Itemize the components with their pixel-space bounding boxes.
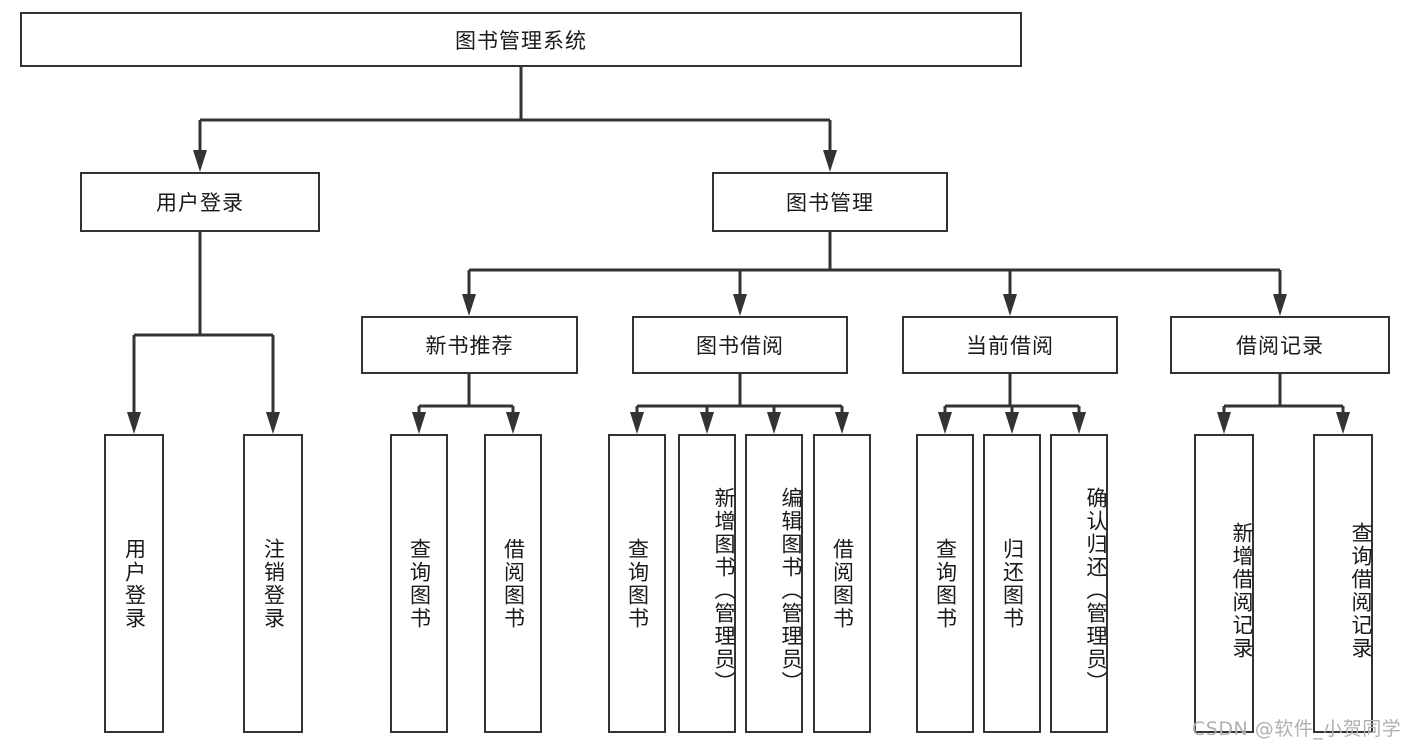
node-user-login[interactable]: 用户登录 [80,172,320,232]
arrow-head-new-book-rec [462,294,476,316]
node-leaf-user-logout[interactable]: 注销登录 [243,434,303,733]
arrow-head-book-manage [823,150,837,172]
node-label-new-book-rec: 新书推荐 [425,334,514,358]
node-label-leaf-user-login: 用户登录 [122,537,147,630]
node-leaf-return-book[interactable]: 归还图书 [983,434,1041,733]
node-label-current-borrow: 当前借阅 [966,334,1054,358]
arrow-head-leaf-user-logout [266,412,280,434]
node-label-leaf-query-book-cur: 查询图书 [933,537,958,630]
node-root[interactable]: 图书管理系统 [20,12,1022,67]
node-label-leaf-user-logout: 注销登录 [261,537,286,630]
node-label-root: 图书管理系统 [455,28,587,53]
arrow-head-leaf-confirm-return [1072,412,1086,434]
arrow-head-leaf-edit-book [767,412,781,434]
node-borrow-record[interactable]: 借阅记录 [1170,316,1390,374]
node-label-book-manage: 图书管理 [786,191,874,215]
arrow-head-leaf-return-book [1005,412,1019,434]
node-label-leaf-add-book: 新增图书（管理员） [712,487,736,694]
node-new-book-rec[interactable]: 新书推荐 [361,316,578,374]
arrow-head-user-login [193,150,207,172]
node-label-leaf-query-book-bor: 查询图书 [625,537,650,630]
node-leaf-add-book[interactable]: 新增图书（管理员） [678,434,736,733]
node-label-leaf-confirm-return: 确认归还（管理员） [1084,487,1108,694]
node-label-user-login: 用户登录 [156,191,244,215]
node-label-leaf-edit-book: 编辑图书（管理员） [779,487,803,694]
node-label-leaf-return-book: 归还图书 [1000,537,1025,630]
node-label-leaf-query-book-rec: 查询图书 [407,537,432,630]
arrow-head-leaf-query-book-bor [630,412,644,434]
node-label-leaf-borrow-book-bor: 借阅图书 [830,537,855,630]
node-leaf-confirm-return[interactable]: 确认归还（管理员） [1050,434,1108,733]
arrow-head-leaf-borrow-book-rec [506,412,520,434]
arrow-head-leaf-add-record [1217,412,1231,434]
arrow-head-book-borrow [733,294,747,316]
node-leaf-query-book-bor[interactable]: 查询图书 [608,434,666,733]
arrow-head-leaf-user-login [127,412,141,434]
arrow-head-leaf-add-book [700,412,714,434]
arrow-head-leaf-query-book-cur [938,412,952,434]
arrow-head-borrow-record [1273,294,1287,316]
arrow-head-current-borrow [1003,294,1017,316]
node-label-borrow-record: 借阅记录 [1236,334,1324,358]
node-leaf-query-record[interactable]: 查询借阅记录 [1313,434,1373,733]
node-book-borrow[interactable]: 图书借阅 [632,316,848,374]
node-leaf-edit-book[interactable]: 编辑图书（管理员） [745,434,803,733]
csdn-watermark: CSDN @软件_小贺同学 [1192,718,1402,740]
arrow-head-leaf-query-book-rec [412,412,426,434]
arrow-head-leaf-query-record [1336,412,1350,434]
node-leaf-borrow-book-bor[interactable]: 借阅图书 [813,434,871,733]
node-current-borrow[interactable]: 当前借阅 [902,316,1118,374]
node-leaf-query-book-cur[interactable]: 查询图书 [916,434,974,733]
node-label-leaf-query-record: 查询借阅记录 [1349,521,1373,660]
node-label-leaf-borrow-book-rec: 借阅图书 [501,537,526,630]
arrow-head-leaf-borrow-book-bor [835,412,849,434]
node-leaf-borrow-book-rec[interactable]: 借阅图书 [484,434,542,733]
node-leaf-add-record[interactable]: 新增借阅记录 [1194,434,1254,733]
node-leaf-user-login[interactable]: 用户登录 [104,434,164,733]
node-label-leaf-add-record: 新增借阅记录 [1230,521,1254,660]
node-label-book-borrow: 图书借阅 [696,334,784,358]
node-book-manage[interactable]: 图书管理 [712,172,948,232]
node-leaf-query-book-rec[interactable]: 查询图书 [390,434,448,733]
